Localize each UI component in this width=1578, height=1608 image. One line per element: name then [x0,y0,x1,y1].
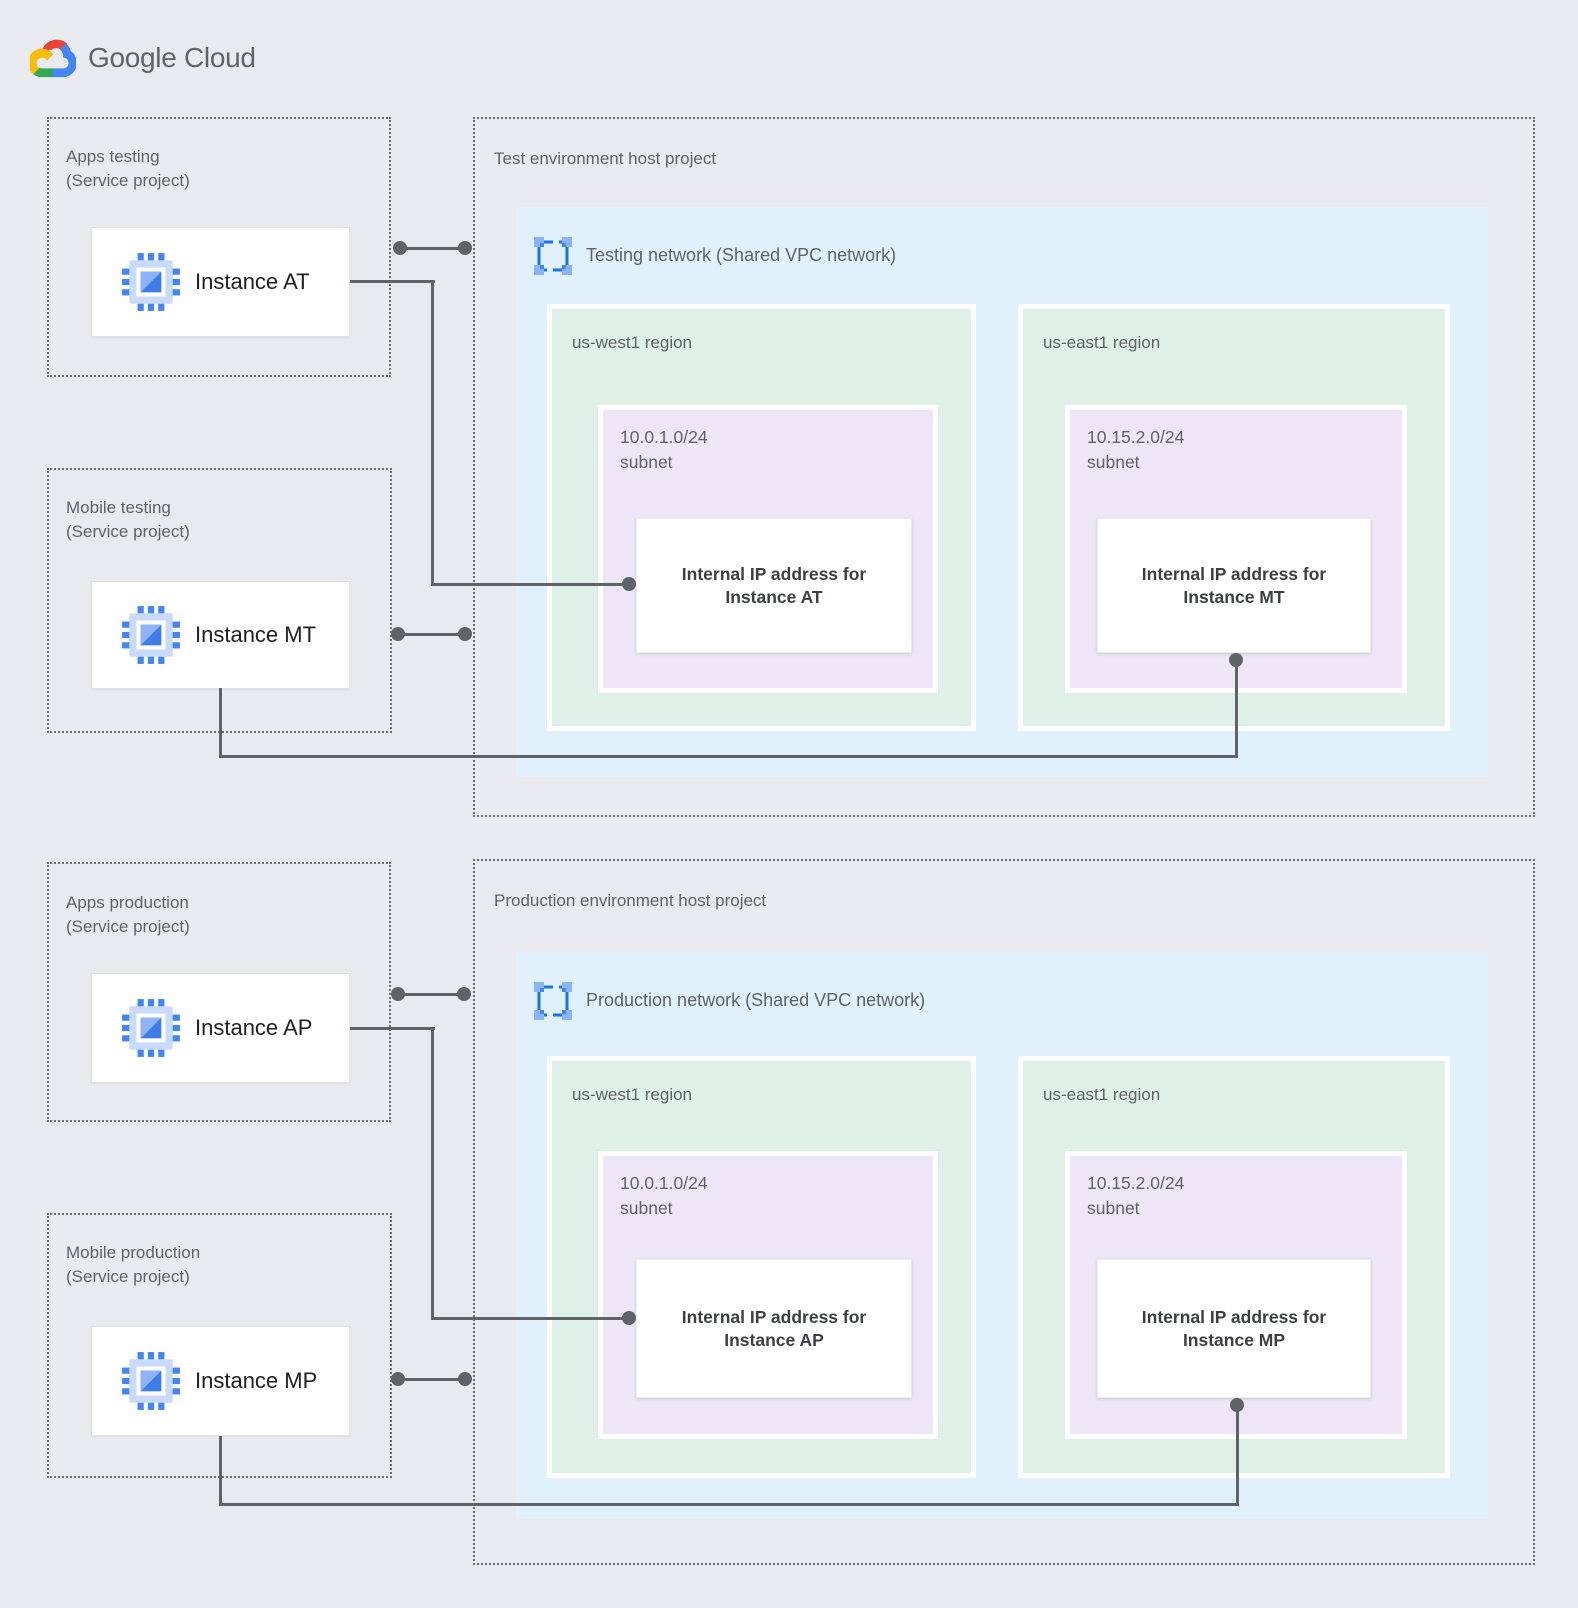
connector-dot [458,241,472,255]
connector-ap-seg2 [431,1027,434,1320]
connector-dot [458,627,472,641]
connector-dot [1229,653,1243,667]
internal-ip-line1: Internal IP address for [1141,563,1327,584]
connector-ap-seg3 [431,1317,629,1320]
connector-mt-seg1 [219,688,222,758]
subnet-word: subnet [1087,452,1140,472]
test-host-project-box [473,117,1535,817]
connector-link-mt [398,633,465,636]
internal-ip-line1: Internal IP address for [1141,1306,1327,1327]
production-network-label: Production network (Shared VPC network) [586,990,926,1010]
connector-link-at [400,247,465,250]
internal-ip-line2: Instance AP [724,1329,824,1350]
internal-ip-instance-at-card: Internal IP address for Instance AT [636,518,912,653]
vpc-network-icon [534,982,572,1020]
subnet-cidr: 10.0.1.0/24 [620,1173,708,1193]
connector-mt-seg2 [219,755,1238,758]
production-us-west1-region-label: us-west1 region [572,1085,693,1104]
compute-engine-icon [122,606,180,664]
instance-mt-card: Instance MT [91,581,350,689]
subnet-word: subnet [620,452,673,472]
internal-ip-line1: Internal IP address for [681,1306,867,1327]
apps-production-service-project-box [47,862,391,1122]
instance-at-card: Instance AT [91,227,350,337]
production-us-east1-region-label: us-east1 region [1043,1085,1161,1104]
connector-dot [391,987,405,1001]
connector-at-seg1 [350,280,435,283]
mobile-production-label-line1: Mobile production [66,1243,201,1262]
testing-network-label: Testing network (Shared VPC network) [586,245,897,265]
internal-ip-instance-mt-card: Internal IP address for Instance MT [1097,518,1371,653]
connector-at-seg2 [431,280,434,586]
subnet-cidr: 10.15.2.0/24 [1087,427,1185,447]
apps-production-label-line1: Apps production [66,893,189,912]
compute-engine-icon [122,999,180,1057]
connector-mp-seg1 [219,1436,222,1506]
testing-us-west1-region-label: us-west1 region [572,333,693,352]
compute-engine-icon [122,1352,180,1410]
instance-ap-label: Instance AP [195,1015,313,1040]
logo-brand: Google [88,42,177,73]
connector-dot [458,1372,472,1386]
connector-link-mp [398,1378,465,1381]
internal-ip-instance-mp-card: Internal IP address for Instance MP [1097,1259,1371,1398]
compute-engine-icon [122,253,180,311]
apps-testing-label-line1: Apps testing [66,147,160,166]
mobile-production-label: Mobile production (Service project) [66,1241,200,1289]
google-cloud-wordmark: Google Cloud [88,42,256,74]
connector-mp-seg2 [219,1503,1239,1506]
production-west-subnet-label: 10.0.1.0/24 subnet [620,1171,708,1221]
test-host-project-title: Test environment host project [494,149,717,168]
connector-dot [457,987,471,1001]
subnet-word: subnet [620,1198,673,1218]
production-east-subnet-label: 10.15.2.0/24 subnet [1087,1171,1184,1221]
production-host-project-box [473,859,1535,1565]
mobile-testing-label-line2: (Service project) [66,522,190,541]
testing-us-east1-region-label: us-east1 region [1043,333,1161,352]
connector-mp-seg3 [1236,1405,1239,1506]
internal-ip-line2: Instance MP [1182,1329,1286,1350]
connector-dot [393,241,407,255]
testing-east-subnet-label: 10.15.2.0/24 subnet [1087,425,1184,475]
internal-ip-instance-ap-card: Internal IP address for Instance AP [636,1259,912,1398]
connector-dot [622,577,636,591]
instance-mp-label: Instance MP [195,1368,318,1393]
subnet-cidr: 10.0.1.0/24 [620,427,708,447]
connector-mt-seg3 [1235,660,1238,758]
connector-dot [622,1311,636,1325]
mobile-testing-label: Mobile testing (Service project) [66,496,190,544]
instance-mt-label: Instance MT [195,622,317,647]
google-cloud-logo: Google Cloud [30,38,256,78]
instance-mp-card: Instance MP [91,1326,350,1436]
apps-production-label-line2: (Service project) [66,917,190,936]
logo-product: Cloud [183,42,256,73]
internal-ip-line2: Instance MT [1183,586,1285,607]
apps-testing-label-line2: (Service project) [66,171,190,190]
connector-link-ap [398,993,464,996]
vpc-network-icon [534,237,572,275]
internal-ip-line2: Instance AT [725,586,823,607]
testing-west-subnet-label: 10.0.1.0/24 subnet [620,425,708,475]
apps-testing-label: Apps testing (Service project) [66,145,190,193]
subnet-word: subnet [1087,1198,1140,1218]
google-cloud-icon [30,39,76,78]
connector-dot [1230,1398,1244,1412]
internal-ip-line1: Internal IP address for [681,563,867,584]
connector-at-seg3 [431,583,629,586]
instance-ap-card: Instance AP [91,973,350,1083]
production-host-project-title: Production environment host project [494,891,767,910]
apps-production-label: Apps production (Service project) [66,891,190,939]
connector-dot [391,1372,405,1386]
subnet-cidr: 10.15.2.0/24 [1087,1173,1185,1193]
connector-ap-seg1 [350,1027,435,1030]
mobile-testing-label-line1: Mobile testing [66,498,171,517]
mobile-production-label-line2: (Service project) [66,1267,190,1286]
connector-dot [391,627,405,641]
instance-at-label: Instance AT [195,269,310,294]
apps-testing-service-project-box [47,117,391,377]
